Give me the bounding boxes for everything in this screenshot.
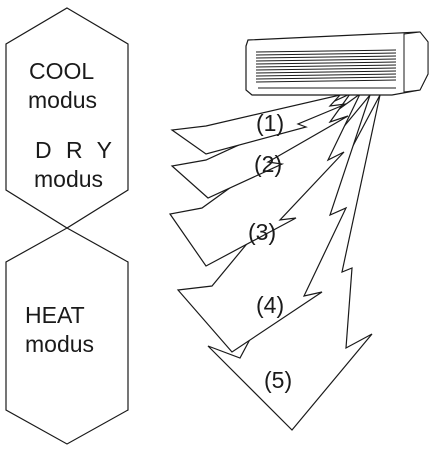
dry-mode-label: D R Y — [35, 137, 116, 163]
dry-mode-sublabel: modus — [34, 166, 103, 192]
louver-position-1-label: (1) — [256, 110, 284, 136]
cool-dry-mode-bracket — [5, 7, 129, 229]
cool-mode-sublabel: modus — [28, 87, 97, 113]
air-conditioner-unit — [245, 31, 429, 96]
heat-mode-label: HEAT — [25, 302, 85, 328]
louver-position-4-label: (4) — [256, 292, 284, 318]
louver-position-3-label: (3) — [248, 219, 276, 245]
heat-mode-bracket — [5, 227, 129, 445]
heat-mode-sublabel: modus — [25, 331, 94, 357]
cool-mode-label: COOL — [29, 58, 94, 84]
louver-position-5-label: (5) — [264, 367, 292, 393]
air-conditioner-vent-icon — [255, 49, 397, 83]
airflow-arrow-1 — [170, 93, 347, 155]
louver-position-2-label: (2) — [254, 151, 282, 177]
